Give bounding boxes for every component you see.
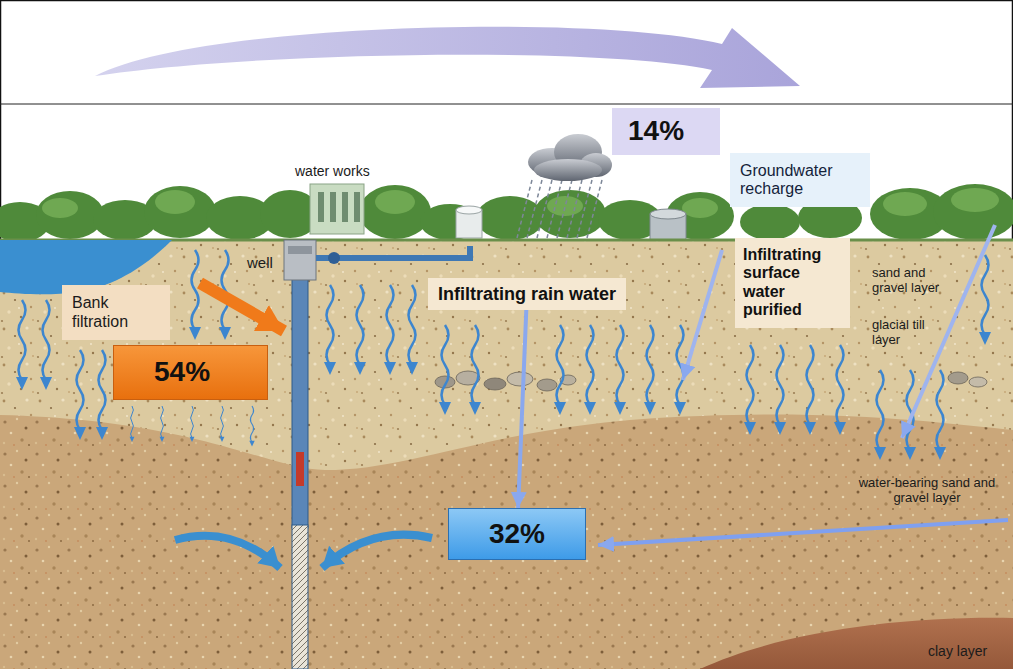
layer-label: sand and gravel layer [872,266,952,296]
panel-line [0,104,1013,105]
node-text: 14% [628,115,704,147]
layer-label: glacial till layer [872,318,948,348]
part-label: well [247,254,273,271]
water-works-building [310,184,364,234]
process-box: Infiltrating rain water [428,278,626,310]
node-text: 54% [154,356,257,388]
flow-connector [518,310,526,508]
process-box: Groundwater recharge [730,153,870,207]
rain-cloud [528,134,612,181]
node-text: 32% [459,518,575,550]
rain-streaks [517,180,602,238]
process-box: Infiltrating surface water purified [735,238,850,328]
node-text: Infiltrating rain water [438,284,616,305]
inflow-arrow [322,535,432,568]
lateral-flow-arrow [598,520,1008,545]
water-bearing-layer [0,415,1013,669]
node-text: Bank filtration [72,294,160,331]
percent-box: 32% [448,508,586,560]
layer-label: clay layer [928,643,987,659]
inflow-arrow [175,536,280,568]
glacial-till-pebbles [435,371,987,391]
percent-box: 14% [612,108,720,155]
clay-layer [700,618,1013,669]
surface-water-arrow [683,250,722,380]
process-box: Bank filtration [62,285,170,340]
node-text: Infiltrating surface water purified [743,246,842,320]
building-label: water works [295,163,370,179]
percent-box: 54% [113,345,268,400]
upper-sand-layer [0,240,1013,669]
node-text: Groundwater recharge [740,162,860,199]
layer-label: water-bearing sand and gravel layer [852,476,1002,506]
cycle-arrow [95,27,800,88]
bank-filtration-arrow [200,283,284,331]
